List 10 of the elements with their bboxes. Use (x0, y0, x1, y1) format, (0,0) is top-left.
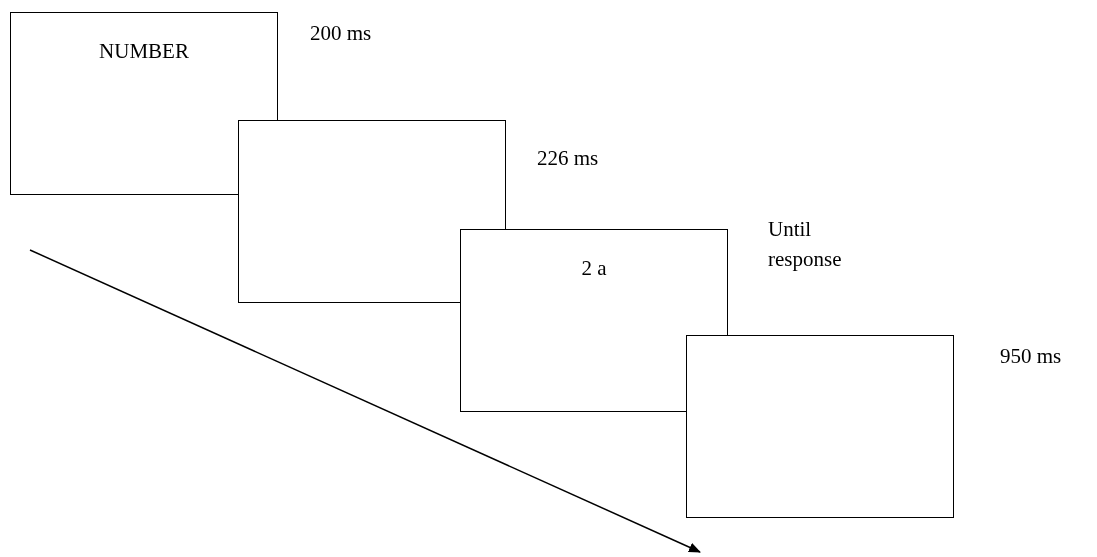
duration-label: 200 ms (310, 20, 373, 47)
stimulus-screen (10, 12, 278, 195)
duration-label: Until response (768, 216, 843, 273)
duration-label: 950 ms (1000, 343, 1063, 370)
stimulus-screen (460, 229, 728, 412)
duration-label: 226 ms (537, 145, 600, 172)
stimulus-screen (238, 120, 506, 303)
stimulus-screen (686, 335, 954, 518)
screen-text: NUMBER (98, 39, 190, 64)
screen-text: 2 a (580, 256, 608, 281)
